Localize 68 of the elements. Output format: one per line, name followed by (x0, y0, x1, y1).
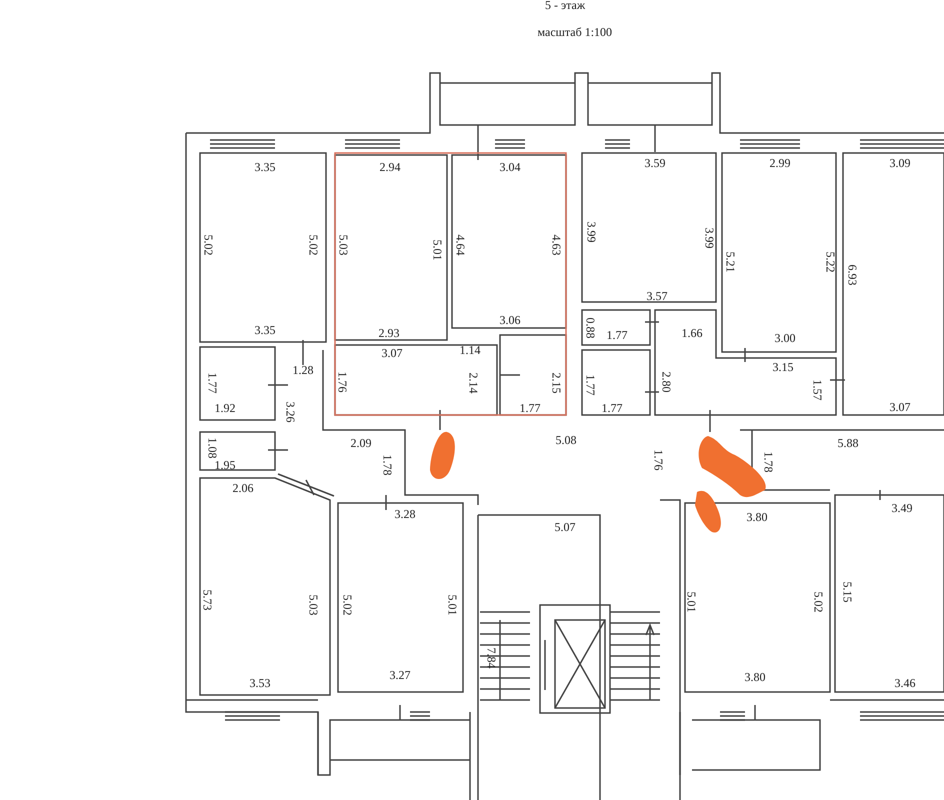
dimension-label: 0.88 (584, 318, 596, 338)
dimension-label: 3.07 (890, 401, 910, 413)
dimension-label: 3.28 (394, 508, 416, 520)
dimension-label: 1.77 (584, 374, 596, 396)
plan-title: 5 - этаж (545, 0, 586, 11)
dimension-label: 3.00 (774, 332, 796, 344)
dimension-label: 3.99 (703, 228, 715, 248)
dimension-label: 5.01 (685, 592, 697, 612)
dimension-label: 2.15 (550, 372, 562, 394)
dimension-label: 4.63 (550, 234, 562, 256)
dimension-label: 5.22 (824, 252, 836, 272)
dimension-label: 3.99 (585, 222, 597, 242)
dimension-label: 5.15 (841, 582, 853, 602)
dimension-label: 3.07 (382, 347, 402, 359)
dimension-label: 1.77 (520, 402, 540, 414)
dimension-label: 4.64 (454, 234, 466, 256)
dimension-label: 5.03 (337, 234, 349, 256)
dimension-label: 2.94 (380, 161, 400, 173)
dimension-label: 3.49 (892, 502, 912, 514)
dimension-label: 1.76 (336, 372, 348, 392)
dimension-label: 1.92 (214, 402, 236, 414)
dimension-label: 3.57 (646, 290, 668, 302)
dimension-label: 5.21 (724, 252, 736, 272)
dimension-label: 1.28 (292, 364, 314, 376)
dimension-label: 2.09 (350, 437, 372, 449)
dimension-label: 1.78 (381, 454, 393, 476)
dimension-label: 3.06 (500, 314, 520, 326)
dimension-label: 1.77 (206, 372, 218, 394)
dimension-label: 6.93 (846, 264, 858, 286)
dimension-label: 5.73 (201, 590, 213, 610)
dimension-label: 3.09 (890, 157, 910, 169)
dimension-label: 3.80 (746, 511, 768, 523)
dimension-label: 2.80 (660, 372, 672, 392)
dimension-label: 1.78 (762, 452, 774, 472)
dimension-label: 3.26 (284, 402, 296, 422)
dimension-label: 1.14 (460, 344, 480, 356)
dimension-label: 1.77 (606, 329, 628, 341)
dimension-label: 3.04 (500, 161, 520, 173)
dimension-label: 5.02 (812, 592, 824, 612)
dimension-label: 1.77 (602, 402, 622, 414)
dimension-label: 3.35 (254, 324, 276, 336)
dimension-label: 3.53 (250, 677, 270, 689)
dimension-label: 2.99 (770, 157, 790, 169)
dimension-label: 5.08 (556, 434, 576, 446)
dimension-label: 5.07 (554, 521, 576, 533)
dimension-label: 3.59 (644, 157, 666, 169)
dimension-label: 5.02 (202, 234, 214, 256)
dimension-label: 7.84 (485, 648, 497, 668)
dimension-label: 2.06 (232, 482, 254, 494)
dimension-label: 5.02 (341, 594, 353, 616)
dimension-label: 1.08 (206, 438, 218, 458)
dimension-label: 1.66 (682, 327, 702, 339)
scale-note: масштаб 1:100 (538, 26, 612, 38)
dimension-label: 3.27 (390, 669, 410, 681)
dimension-label: 2.14 (467, 372, 479, 394)
dimension-label: 2.93 (378, 327, 400, 339)
dimension-label: 5.02 (307, 234, 319, 256)
dimension-label: 3.46 (894, 677, 916, 689)
dimension-label: 1.95 (214, 459, 236, 471)
dimension-label: 3.15 (772, 361, 794, 373)
dimension-label: 5.01 (446, 594, 458, 616)
dimension-label: 3.80 (744, 671, 766, 683)
dimension-label: 1.57 (811, 380, 823, 400)
dimension-label: 5.03 (307, 594, 319, 616)
dimension-label: 5.88 (838, 437, 858, 449)
dimension-label: 1.76 (652, 450, 664, 470)
dimension-label: 3.35 (254, 161, 276, 173)
dimension-label: 5.01 (431, 240, 443, 260)
